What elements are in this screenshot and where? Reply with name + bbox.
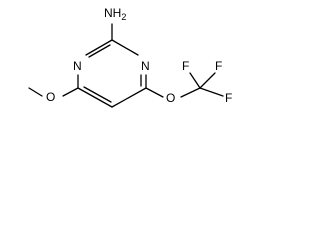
atom-f-top-left: F — [182, 59, 189, 73]
bond-c2-n-left — [85, 39, 113, 56]
atom-f-top-right: F — [215, 59, 222, 73]
molecule-svg: NH2 N N O O F F F — [28, 6, 232, 108]
bond-c-f-top-right — [199, 72, 216, 89]
bond-c4-c5 — [77, 87, 113, 108]
bond-o-methyl — [28, 87, 43, 97]
atom-labels: NH2 N N O O F F F — [46, 6, 232, 105]
bond-c4-o-methoxy — [62, 87, 79, 97]
bond-c-f-right — [199, 87, 224, 97]
bond-c6-o-ether — [145, 87, 164, 98]
bond-c5-c6 — [111, 87, 147, 108]
structure-diagram: NH2 N N O O F F F — [0, 0, 254, 138]
atom-n-left: N — [73, 59, 82, 73]
bond-c2-n-left-double — [88, 44, 111, 58]
atom-n-right: N — [141, 59, 150, 73]
atom-o-methoxy: O — [46, 90, 55, 104]
bond-c2-n-right — [111, 39, 139, 56]
atom-nh2: NH2 — [104, 6, 126, 22]
atom-f-right: F — [225, 91, 232, 105]
bond-c4-c5-double — [83, 86, 112, 103]
atom-o-ether: O — [166, 91, 175, 105]
bonds — [28, 23, 224, 108]
bond-o-cf3 — [180, 87, 201, 98]
bond-c-f-top-left — [189, 72, 201, 89]
